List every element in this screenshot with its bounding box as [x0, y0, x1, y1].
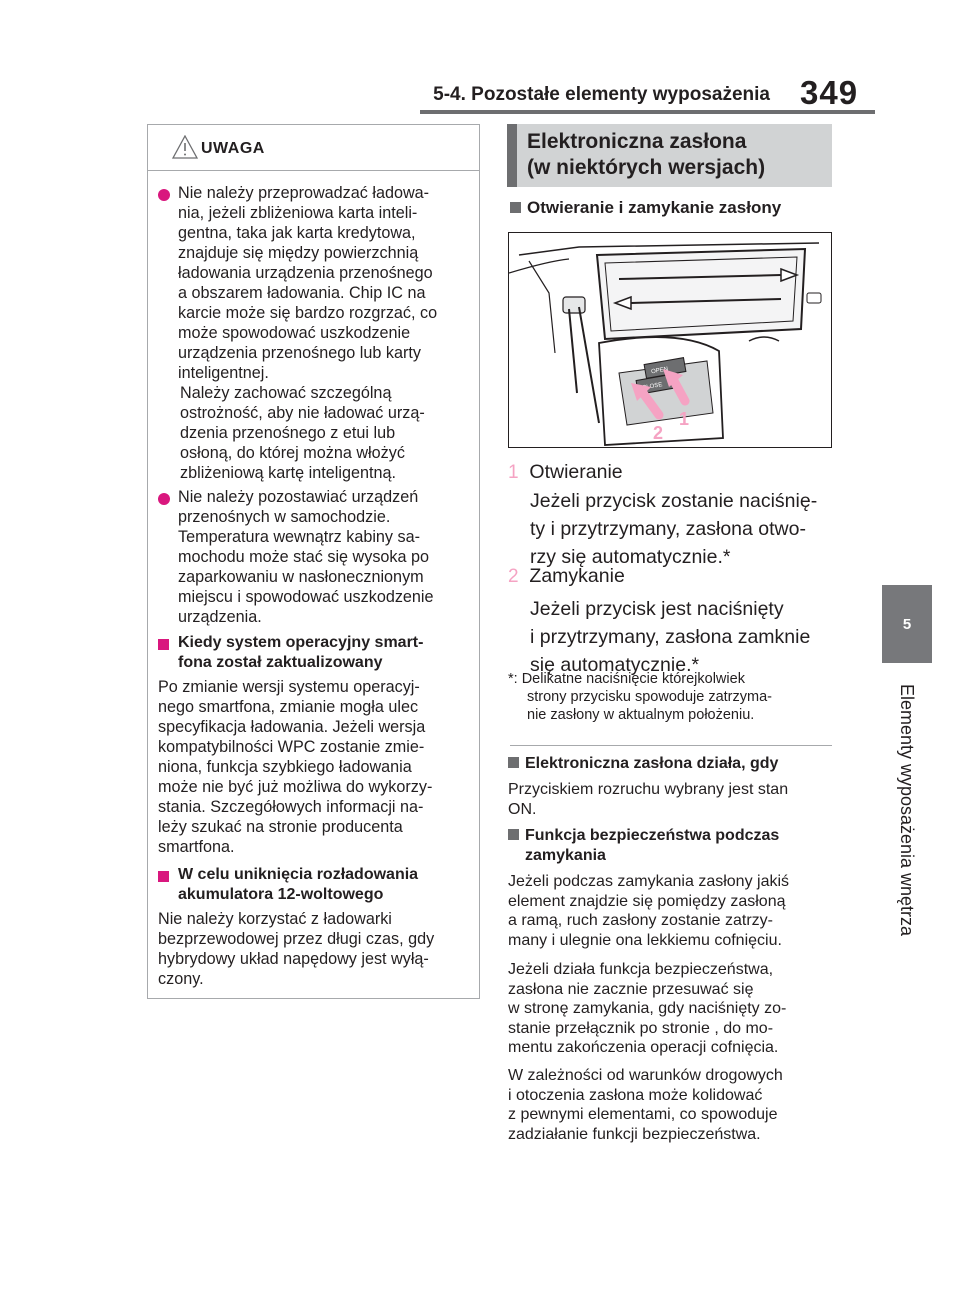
square-bullet-icon	[508, 757, 519, 768]
warning-title: UWAGA	[201, 140, 265, 157]
warning-bullet-1-text: Nie należy przeprowadzać ładowa- nia, je…	[178, 184, 438, 382]
paragraph-safety-1: Jeżeli podczas zamykania zasłony jakiś e…	[508, 873, 790, 949]
warning-paragraph-1: Po zmianie wersji systemu operacyj- nego…	[158, 678, 433, 856]
warning-paragraph-2: Nie należy korzystać z ładowarki bezprze…	[158, 910, 435, 988]
square-bullet-icon	[158, 868, 175, 888]
warning-bullet-1: Nie należy przeprowadzać ładowa- nia, je…	[158, 183, 483, 483]
callout-1: 1	[679, 409, 689, 429]
step-1-title: Otwieranie	[529, 461, 623, 483]
subheading-safety-function: Funkcja bezpieczeństwa podczas zamykania	[508, 826, 838, 865]
sunshade-figure: OPEN CLOSE 1 2	[508, 232, 832, 448]
warning-subheading-2: W celu uniknięcia rozładowania akumulato…	[158, 865, 483, 905]
section-title: Elektroniczna zasłona (w niektórych wers…	[527, 130, 766, 179]
warning-subheading-1: Kiedy system operacyjny smart- fona zost…	[158, 633, 483, 673]
step-2: 2 Zamykanie Jeżeli przycisk jest naciśni…	[508, 562, 838, 679]
page-number: 349	[800, 74, 859, 111]
chapter-tab: Elementy wyposażenia wnętrza	[882, 680, 932, 940]
header-rule	[420, 110, 875, 114]
close-label: CLOSE	[642, 382, 663, 391]
square-bullet-icon	[510, 202, 521, 213]
warning-box: UWAGA Nie należy przeprowadzać ładowa- n…	[147, 124, 480, 999]
step-1-text: Jeżeli przycisk zostanie naciśnię- ty i …	[530, 490, 818, 568]
callout-2: 2	[653, 423, 663, 443]
section-title-bar	[507, 124, 517, 187]
step-1-number: 1	[508, 462, 519, 483]
bullet-dot-icon	[158, 491, 170, 511]
warning-bullet-1-continuation: Należy zachować szczególną ostrożność, a…	[180, 384, 425, 482]
section-title-box: Elektroniczna zasłona (w niektórych wers…	[507, 124, 832, 187]
subheading-operates-when: Elektroniczna zasłona działa, gdy	[508, 754, 838, 774]
paragraph-operates-when: Przyciskiem rozruchu wybrany jest stan O…	[508, 781, 789, 818]
step-1: 1 Otwieranie Jeżeli przycisk zostanie na…	[508, 458, 838, 571]
subheading-open-close: Otwieranie i zamykanie zasłony	[510, 198, 835, 218]
step-2-number: 2	[508, 566, 519, 587]
warning-bullet-2-text: Nie należy pozostawiać urządzeń przenośn…	[178, 488, 434, 626]
paragraph-safety-2: Jeżeli działa funkcja bezpieczeństwa, za…	[508, 961, 787, 1056]
running-header-section: 5-4. Pozostałe elementy wyposażenia	[433, 84, 770, 105]
footnote: *: Delikatne naciśnięcie którejkolwiek s…	[508, 671, 772, 723]
divider	[510, 745, 832, 746]
sunshade-illustration: OPEN CLOSE 1 2	[509, 242, 822, 446]
warning-bullet-2: Nie należy pozostawiać urządzeń przenośn…	[158, 487, 483, 627]
step-2-text: Jeżeli przycisk jest naciśnięty i przytr…	[530, 598, 811, 676]
step-2-title: Zamykanie	[529, 565, 625, 587]
paragraph-safety-3: W zależności od warunków drogowych i oto…	[508, 1067, 783, 1143]
warning-triangle-icon	[172, 135, 198, 159]
square-bullet-icon	[508, 829, 519, 840]
chapter-tab-label: Elementy wyposażenia wnętrza	[897, 683, 918, 937]
open-label: OPEN	[651, 366, 669, 375]
warning-header: UWAGA	[148, 125, 479, 171]
square-bullet-icon	[158, 636, 175, 656]
bullet-dot-icon	[158, 187, 170, 207]
chapter-tab-number: 5	[882, 585, 932, 663]
